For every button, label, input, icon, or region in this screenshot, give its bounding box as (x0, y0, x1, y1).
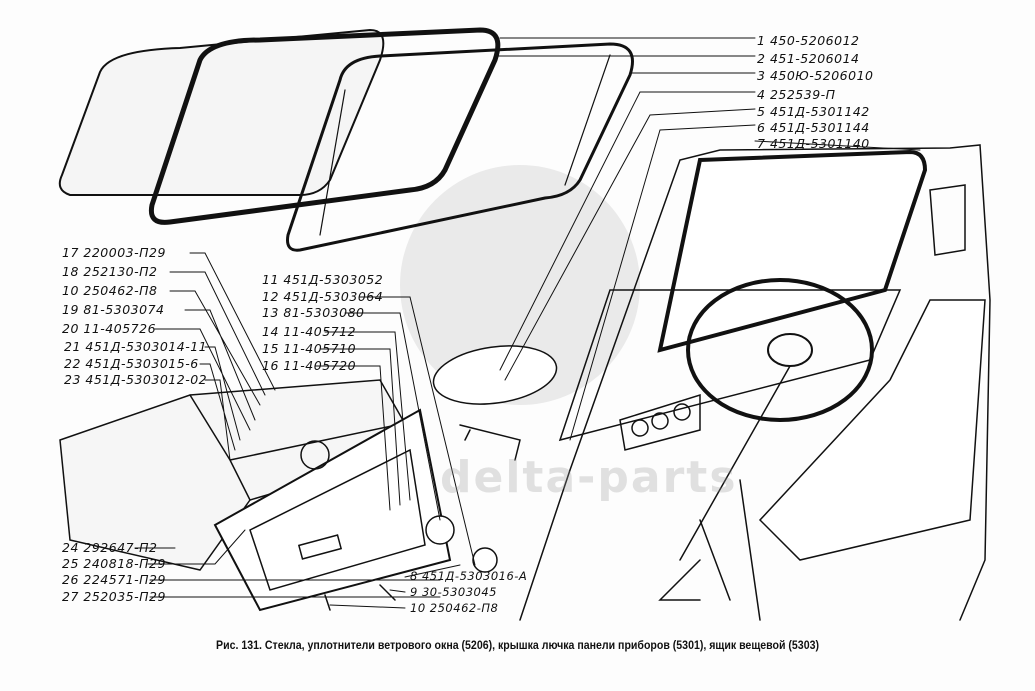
part-label: 25 240818-П29 (62, 557, 166, 571)
label-part: 240818-П29 (83, 556, 166, 571)
part-label: 22 451Д-5303015-6 (64, 357, 199, 371)
label-number: 11 (262, 272, 279, 287)
label-part: 450Ю-5206010 (769, 68, 874, 83)
label-number: 26 (62, 572, 79, 587)
label-number: 27 (62, 589, 79, 604)
part-label: 23 451Д-5303012-02 (64, 373, 207, 387)
label-part: 451Д-5303064 (283, 289, 384, 304)
label-part: 451Д-5303016-А (421, 569, 528, 583)
label-number: 7 (757, 136, 766, 151)
part-label: 6 451Д-5301144 (757, 121, 870, 135)
label-part: 11-405710 (283, 341, 357, 356)
label-part: 11-405726 (83, 321, 157, 336)
part-label: 9 30-5303045 (410, 585, 497, 599)
label-number: 13 (262, 305, 279, 320)
label-part: 451Д-5301140 (769, 136, 870, 151)
part-label: 3 450Ю-5206010 (757, 69, 873, 83)
cover-bracket (459, 424, 521, 461)
part-label: 19 81-5303074 (62, 303, 164, 317)
part-label: 14 11-405712 (262, 325, 356, 339)
instrument-cover-plate (432, 345, 558, 405)
label-number: 10 (410, 601, 426, 615)
label-part: 11-405712 (283, 324, 357, 339)
label-part: 81-5303074 (83, 302, 165, 317)
label-part: 81-5303080 (283, 305, 365, 320)
label-number: 16 (262, 358, 279, 373)
part-label: 13 81-5303080 (262, 306, 364, 320)
label-number: 22 (64, 356, 81, 371)
part-label: 17 220003-П29 (62, 246, 166, 260)
label-number: 23 (64, 372, 81, 387)
part-label: 5 451Д-5301142 (757, 105, 870, 119)
part-label: 1 450-5206012 (757, 34, 859, 48)
label-part: 11-405720 (283, 358, 357, 373)
watermark-text: delta-parts (440, 452, 738, 503)
part-label: 26 224571-П29 (62, 573, 166, 587)
part-label: 16 11-405720 (262, 359, 356, 373)
windshield-seal-outer (148, 27, 501, 225)
part-label: 12 451Д-5303064 (262, 290, 383, 304)
label-part: 450-5206012 (769, 33, 860, 48)
label-part: 451Д-5301142 (769, 104, 870, 119)
label-number: 5 (757, 104, 766, 119)
label-number: 9 (410, 585, 418, 599)
label-part: 451Д-5303014-11 (85, 339, 208, 354)
label-part: 451Д-5301144 (769, 120, 870, 135)
cab-interior (519, 144, 991, 621)
label-number: 17 (62, 245, 79, 260)
label-part: 451Д-5303015-6 (85, 356, 199, 371)
part-label: 7 451Д-5301140 (757, 137, 870, 151)
label-number: 2 (757, 51, 766, 66)
label-part: 250462-П8 (83, 283, 158, 298)
label-part: 451-5206014 (769, 51, 860, 66)
label-part: 292647-П2 (83, 540, 158, 555)
part-label: 18 252130-П2 (62, 265, 157, 279)
label-number: 21 (64, 339, 81, 354)
label-number: 12 (262, 289, 279, 304)
label-number: 8 (410, 569, 418, 583)
label-number: 24 (62, 540, 79, 555)
part-label: 2 451-5206014 (757, 52, 859, 66)
windshield-seal-inner (286, 42, 634, 252)
label-number: 15 (262, 341, 279, 356)
label-number: 3 (757, 68, 766, 83)
label-part: 250462-П8 (429, 601, 499, 615)
part-label: 24 292647-П2 (62, 541, 157, 555)
label-number: 1 (757, 33, 766, 48)
label-part: 252539-П (769, 87, 836, 102)
part-label: 21 451Д-5303014-11 (64, 340, 207, 354)
part-label: 11 451Д-5303052 (262, 273, 383, 287)
label-number: 19 (62, 302, 79, 317)
part-label: 10 250462-П8 (410, 601, 498, 615)
label-number: 25 (62, 556, 79, 571)
label-number: 14 (262, 324, 279, 339)
label-part: 451Д-5303052 (283, 272, 384, 287)
label-number: 18 (62, 264, 79, 279)
label-number: 4 (757, 87, 766, 102)
part-label: 27 252035-П29 (62, 590, 166, 604)
watermark-logo (400, 165, 640, 405)
glove-box (59, 379, 498, 612)
label-part: 451Д-5303012-02 (85, 372, 208, 387)
label-number: 10 (62, 283, 79, 298)
label-part: 220003-П29 (83, 245, 166, 260)
windshield-glass (58, 28, 385, 196)
leader-lines (134, 37, 921, 609)
part-label: 20 11-405726 (62, 322, 156, 336)
label-number: 20 (62, 321, 79, 336)
figure-caption: Рис. 131. Стекла, уплотнители ветрового … (216, 640, 819, 652)
part-label: 10 250462-П8 (62, 284, 157, 298)
part-label: 15 11-405710 (262, 342, 356, 356)
part-label: 4 252539-П (757, 88, 836, 102)
label-part: 30-5303045 (421, 585, 497, 599)
label-part: 224571-П29 (83, 572, 166, 587)
label-part: 252130-П2 (83, 264, 158, 279)
part-label: 8 451Д-5303016-А (410, 569, 527, 583)
label-number: 6 (757, 120, 766, 135)
label-part: 252035-П29 (83, 589, 166, 604)
